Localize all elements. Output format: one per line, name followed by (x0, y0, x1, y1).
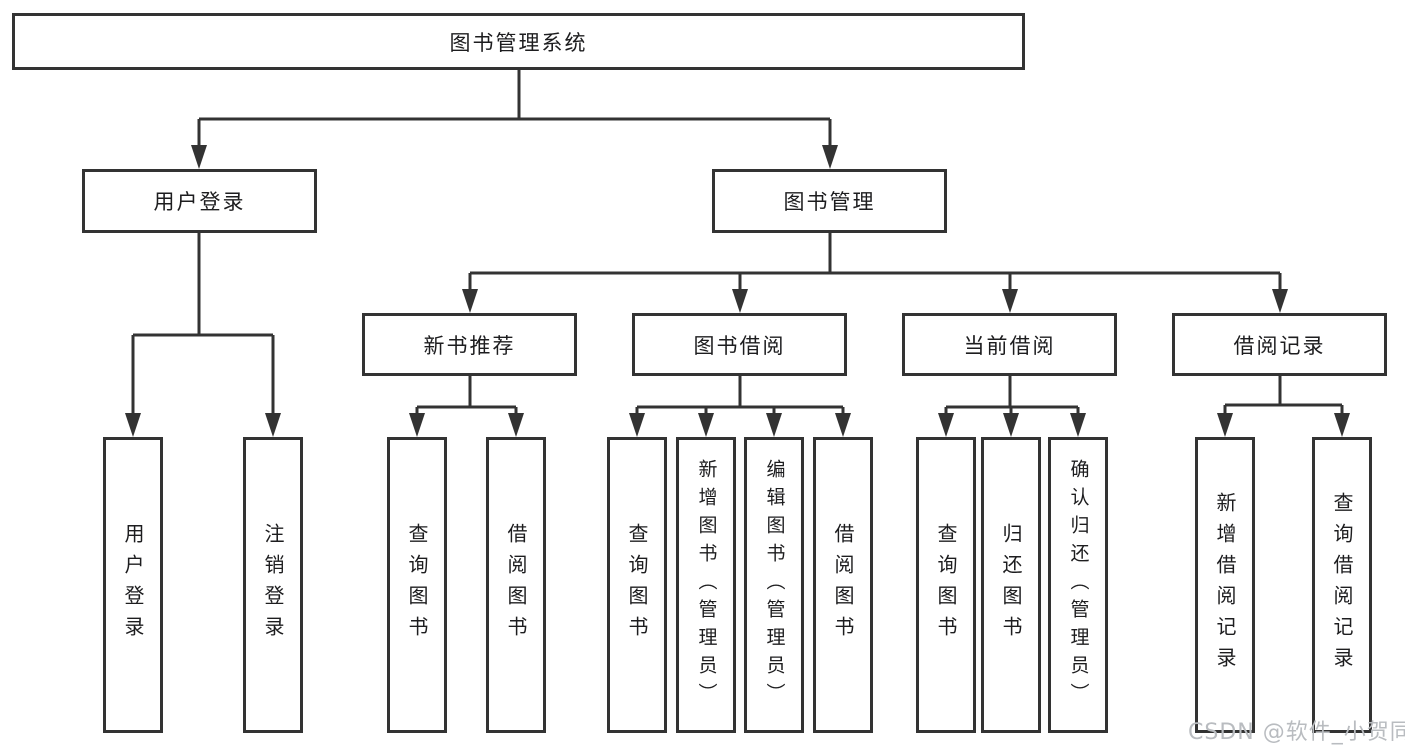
node-book-borrow: 图书借阅 (632, 313, 847, 376)
node-new-book-recommend-label: 新书推荐 (423, 333, 516, 358)
leaf-return-books-label: 归还图书 (999, 523, 1023, 647)
leaf-borrow-books-borrow-label: 借阅图书 (831, 523, 855, 647)
node-book-management-label: 图书管理 (783, 190, 876, 214)
node-root-label: 图书管理系统 (449, 30, 588, 55)
leaf-borrow-books-recommend: 借阅图书 (486, 437, 546, 733)
leaf-query-books-borrow-label: 查询图书 (625, 523, 649, 647)
node-current-borrow: 当前借阅 (902, 313, 1117, 376)
connector-current-children (938, 376, 1086, 437)
node-book-management: 图书管理 (712, 169, 947, 233)
leaf-user-login-label: 用户登录 (121, 523, 145, 647)
connector-root-to-level2 (191, 70, 838, 169)
leaf-query-books-recommend-label: 查询图书 (405, 523, 429, 647)
node-borrow-record: 借阅记录 (1172, 313, 1387, 376)
node-new-book-recommend: 新书推荐 (362, 313, 577, 376)
connector-borrow-children (629, 376, 851, 437)
leaf-add-books-admin: 新增图书（管理员） (676, 437, 736, 733)
connector-management-to-modules (462, 233, 1288, 313)
connector-record-children (1217, 376, 1350, 437)
node-borrow-record-label: 借阅记录 (1233, 333, 1326, 358)
leaf-edit-books-admin: 编辑图书（管理员） (744, 437, 804, 733)
leaf-query-books-current: 查询图书 (916, 437, 976, 733)
node-user-login: 用户登录 (82, 169, 317, 233)
leaf-query-books-current-label: 查询图书 (934, 523, 958, 647)
leaf-query-borrow-record: 查询借阅记录 (1312, 437, 1372, 733)
leaf-add-books-admin-label: 新增图书（管理员） (695, 459, 718, 711)
leaf-query-books-borrow: 查询图书 (607, 437, 667, 733)
leaf-add-borrow-record: 新增借阅记录 (1195, 437, 1255, 733)
leaf-query-borrow-record-label: 查询借阅记录 (1330, 492, 1354, 678)
leaf-edit-books-admin-label: 编辑图书（管理员） (763, 459, 786, 711)
csdn-watermark: CSDN @软件_小贺同学 (1188, 720, 1405, 745)
leaf-confirm-return-admin-label: 确认归还（管理员） (1067, 459, 1090, 711)
leaf-confirm-return-admin: 确认归还（管理员） (1048, 437, 1108, 733)
leaf-add-borrow-record-label: 新增借阅记录 (1213, 492, 1237, 678)
leaf-user-login: 用户登录 (103, 437, 163, 733)
leaf-borrow-books-recommend-label: 借阅图书 (504, 523, 528, 647)
node-root-system: 图书管理系统 (12, 13, 1025, 70)
node-current-borrow-label: 当前借阅 (963, 333, 1056, 358)
leaf-query-books-recommend: 查询图书 (387, 437, 447, 733)
connector-login-children (125, 233, 281, 437)
node-user-login-label: 用户登录 (153, 190, 246, 214)
leaf-return-books: 归还图书 (981, 437, 1041, 733)
connector-recommend-children (409, 376, 524, 437)
node-book-borrow-label: 图书借阅 (693, 333, 786, 358)
leaf-logout: 注销登录 (243, 437, 303, 733)
leaf-logout-label: 注销登录 (261, 523, 285, 647)
leaf-borrow-books-borrow: 借阅图书 (813, 437, 873, 733)
